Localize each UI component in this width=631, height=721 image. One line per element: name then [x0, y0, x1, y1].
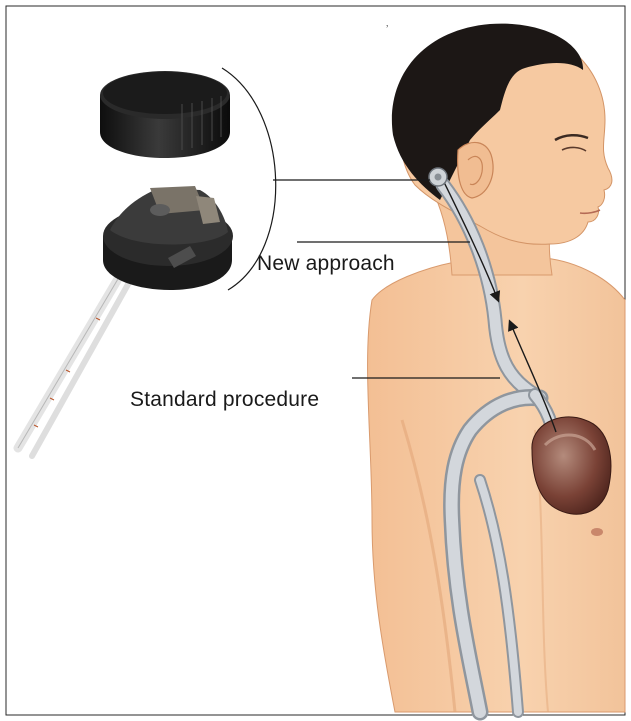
- label-new-approach: New approach: [257, 252, 395, 276]
- label-standard-procedure: Standard procedure: [130, 388, 319, 412]
- human-figure: [368, 24, 625, 712]
- cap-icon: [100, 71, 230, 158]
- page-mark: ,: [386, 18, 389, 29]
- port-device-icon: [18, 186, 233, 456]
